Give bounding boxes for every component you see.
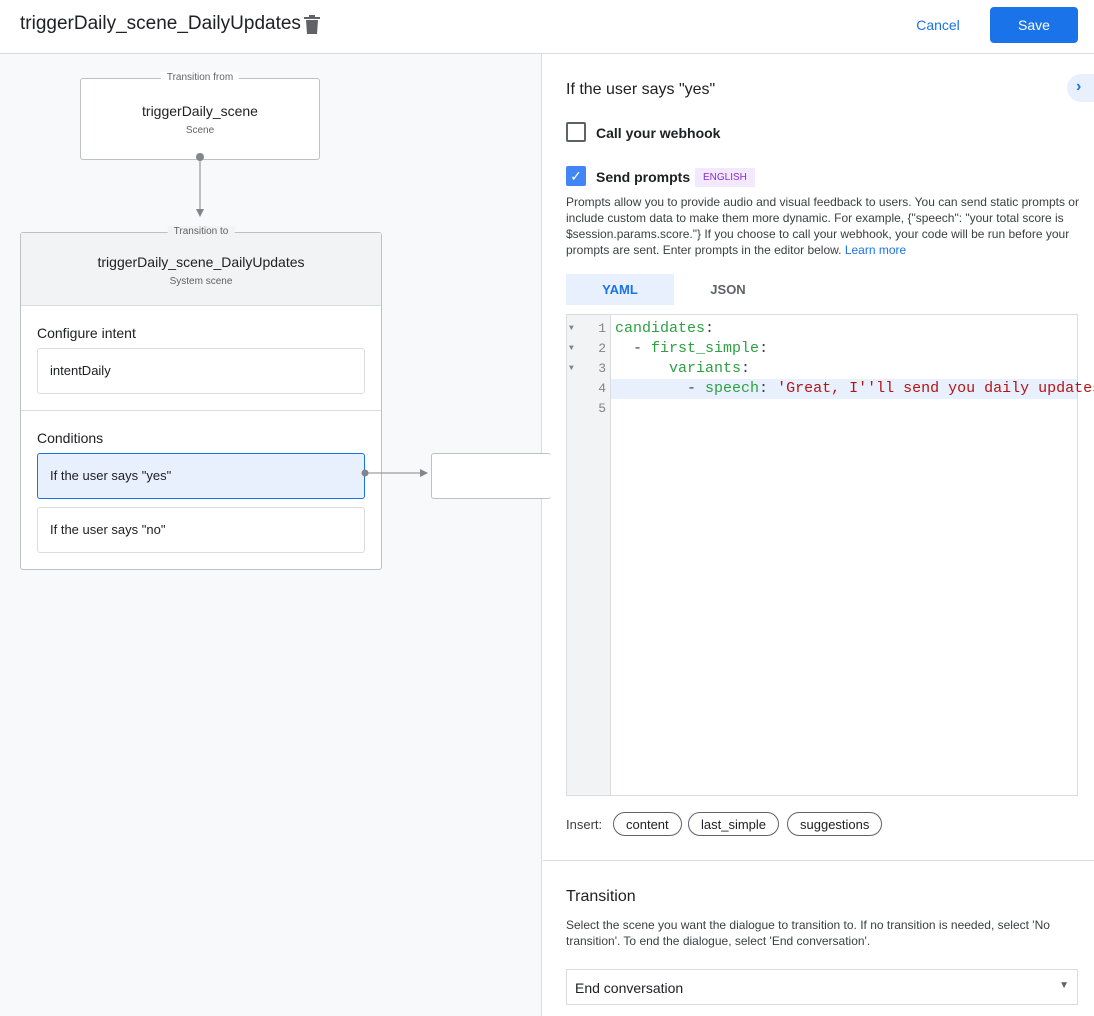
node-subtitle: Scene <box>185 125 215 136</box>
condition-arrow <box>361 469 428 477</box>
panel-heading: If the user says "yes" <box>566 81 716 98</box>
transition-description: Select the scene you want the dialogue t… <box>566 918 1050 948</box>
node-title: triggerDaily_scene <box>142 103 258 119</box>
prompts-label: Send prompts <box>596 169 691 185</box>
conditions-label: Conditions <box>37 430 104 446</box>
fold-arrow-icon[interactable]: ▼ <box>569 324 574 333</box>
insert-chip-suggestions[interactable]: suggestions <box>787 812 883 836</box>
webhook-label: Call your webhook <box>596 125 721 141</box>
condition-panel: › If the user says "yes" Call your webho… <box>543 54 1094 1016</box>
connector-arrow <box>196 153 204 217</box>
tab-json[interactable]: JSON <box>710 282 746 297</box>
webhook-checkbox[interactable] <box>566 122 586 142</box>
intent-item[interactable]: intentDaily <box>37 348 365 394</box>
chevron-right-icon[interactable]: › <box>1067 74 1094 102</box>
learn-more-link[interactable]: Learn more <box>844 243 907 257</box>
node-subtitle: System scene <box>169 276 233 287</box>
node-title: triggerDaily_scene_DailyUpdates <box>97 254 305 270</box>
configure-intent-label: Configure intent <box>37 325 136 341</box>
node-tag: Transition from <box>160 72 240 83</box>
code-line: - first_simple: <box>633 340 769 357</box>
prompts-checkbox[interactable]: ✓ <box>566 166 586 186</box>
code-line: candidates: <box>615 320 715 337</box>
code-editor[interactable]: ▼1 ▼2 ▼3 4 5 candidates: - first_simple:… <box>566 314 1094 796</box>
code-line: - speech: 'Great, I''ll send you daily u… <box>687 380 1094 397</box>
condition-yes[interactable]: If the user says "yes" <box>37 453 365 499</box>
cancel-button[interactable]: Cancel <box>904 8 972 42</box>
editor-gutter <box>567 315 611 795</box>
insert-chip-last-simple[interactable]: last_simple <box>688 812 780 836</box>
node-tag: Transition to <box>167 226 235 237</box>
code-line: variants: <box>669 360 751 377</box>
fold-arrow-icon[interactable]: ▼ <box>569 364 574 373</box>
insert-label: Insert: <box>566 817 603 832</box>
page-title: triggerDaily_scene_DailyUpdates <box>20 13 301 34</box>
save-button[interactable]: Save <box>990 7 1078 43</box>
trash-icon[interactable] <box>304 15 320 34</box>
selected-value: End conversation <box>575 980 684 996</box>
language-badge: ENGLISH <box>695 168 755 187</box>
target-scene-node[interactable] <box>431 453 551 499</box>
transition-select[interactable]: End conversation ▼ <box>566 969 1078 1005</box>
scene-canvas: Transition from triggerDaily_scene Scene… <box>0 54 551 1016</box>
description-text: Prompts allow you to provide audio and v… <box>566 195 1079 257</box>
fold-arrow-icon[interactable]: ▼ <box>569 344 574 353</box>
condition-no[interactable]: If the user says "no" <box>37 507 365 553</box>
transition-from-node[interactable]: Transition from triggerDaily_scene Scene <box>80 72 320 160</box>
header: triggerDaily_scene_DailyUpdates Cancel S… <box>0 0 1094 54</box>
tab-yaml[interactable]: YAML <box>566 274 674 305</box>
prompts-description: Prompts allow you to provide audio and v… <box>566 194 1081 258</box>
transition-title: Transition <box>566 888 636 905</box>
transition-to-node: Transition to triggerDaily_scene_DailyUp… <box>20 226 382 570</box>
dropdown-arrow-icon: ▼ <box>1059 980 1069 991</box>
insert-chip-content[interactable]: content <box>613 812 682 836</box>
